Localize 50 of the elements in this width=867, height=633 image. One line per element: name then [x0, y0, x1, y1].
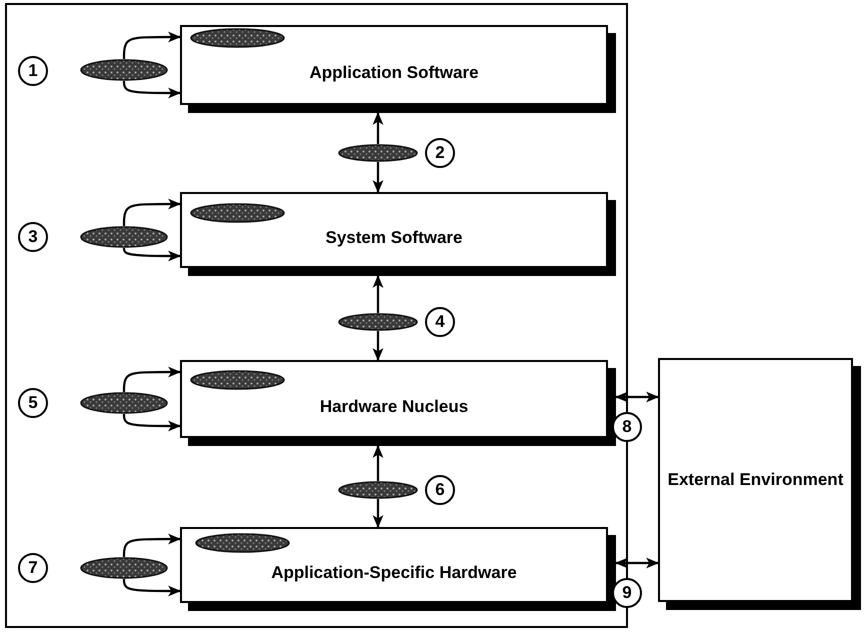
arrow: [122, 81, 182, 98]
callout-number: 6: [435, 480, 445, 500]
callout-number: 5: [28, 393, 38, 413]
arrow: [372, 274, 384, 313]
tag-ellipse: [195, 533, 290, 553]
number-circle: [612, 578, 642, 608]
tag-ellipse: [190, 370, 285, 390]
arrow: [122, 534, 182, 557]
callout-number: 2: [435, 143, 445, 163]
arrow: [372, 499, 384, 528]
number-circle: [612, 412, 642, 442]
box-label: Hardware Nucleus: [320, 397, 468, 417]
number-circle: [425, 307, 455, 337]
tag-ellipse: [80, 557, 168, 579]
number-circle: [18, 388, 48, 418]
box-label: External Environment: [668, 470, 844, 490]
arrow: [122, 366, 182, 392]
number-circle: [18, 56, 48, 86]
arrow: [122, 198, 182, 226]
box-label: Application Software: [309, 63, 479, 83]
arrow: [122, 248, 182, 262]
tag-ellipse: [338, 481, 418, 499]
number-circle: [425, 475, 455, 505]
box-label: System Software: [326, 228, 462, 248]
callout-number: 7: [28, 558, 38, 578]
tag-ellipse: [338, 144, 418, 162]
tag-ellipse: [190, 203, 285, 223]
arrow: [614, 558, 660, 568]
arrow: [122, 579, 182, 596]
number-circle: [18, 222, 48, 252]
tag-ellipse: [80, 226, 168, 248]
number-circle: [18, 553, 48, 583]
arrow: [372, 162, 384, 194]
arrow: [372, 444, 384, 481]
box-label: Application-Specific Hardware: [271, 563, 517, 583]
callout-number: 4: [435, 312, 445, 332]
callout-number: 1: [28, 61, 38, 81]
arrow: [372, 331, 384, 362]
arrow: [614, 392, 660, 402]
tag-ellipse: [338, 313, 418, 331]
number-circle: [425, 138, 455, 168]
callout-number: 3: [28, 227, 38, 247]
arrow: [122, 414, 182, 432]
arrow: [122, 32, 182, 59]
tag-ellipse: [80, 59, 168, 81]
callout-number: 9: [622, 583, 632, 603]
callout-number: 8: [622, 417, 632, 437]
tag-ellipse: [190, 28, 285, 48]
tag-ellipse: [80, 392, 168, 414]
arrow: [372, 112, 384, 144]
